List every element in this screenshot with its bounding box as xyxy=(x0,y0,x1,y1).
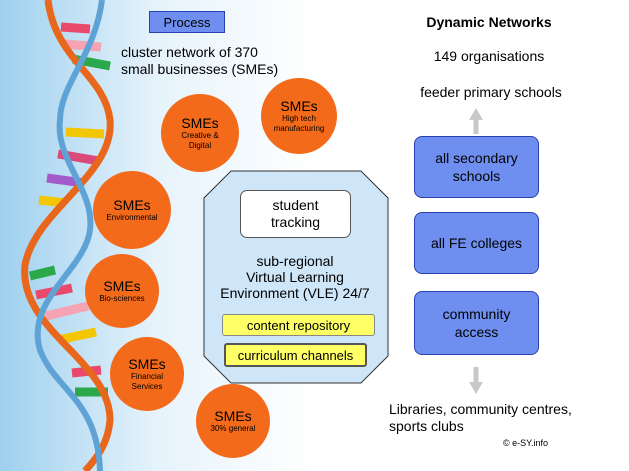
vle-line-1: sub-regional xyxy=(256,253,334,269)
sme-title: SMEs xyxy=(113,196,151,213)
sme-sub-line-1: Bio-sciences xyxy=(99,293,145,303)
sme-circle-creative-digital: SMEs Creative & Digital xyxy=(161,94,239,172)
community-access-line-1: community xyxy=(442,306,511,322)
sme-sub-line-1: Environmental xyxy=(106,212,158,222)
sme-title: SMEs xyxy=(103,277,141,294)
content-repository-box: content repository xyxy=(222,314,375,336)
secondary-schools-line-2: schools xyxy=(452,168,501,184)
sme-sub-line-1: Creative & xyxy=(181,130,219,140)
process-label: Process xyxy=(149,11,225,33)
dynamic-networks-title: Dynamic Networks xyxy=(426,14,552,30)
sme-sub-line-2: Services xyxy=(131,381,163,391)
sme-sub-line-2: manufacturing xyxy=(273,123,325,133)
community-access-line-2: access xyxy=(454,324,499,340)
cluster-network-text: cluster network of 370 small businesses … xyxy=(121,44,278,78)
sme-circle-bio-sciences: SMEs Bio-sciences xyxy=(85,254,159,328)
cluster-line-1: cluster network of 370 xyxy=(121,44,258,60)
sme-circle-environmental: SMEs Environmental xyxy=(93,171,171,249)
vle-line-3: Environment (VLE) 24/7 xyxy=(220,285,370,301)
sme-circle-general: SMEs 30% general xyxy=(196,384,270,458)
libraries-line-1: Libraries, community centres, xyxy=(389,401,572,417)
fe-colleges-label: all FE colleges xyxy=(430,235,523,251)
student-tracking-box: student tracking xyxy=(240,190,351,238)
sme-circle-financial-services: SMEs Financial Services xyxy=(110,337,184,411)
community-access-box: community access xyxy=(414,291,539,355)
vle-line-2: Virtual Learning xyxy=(246,269,344,285)
sme-sub-line-1: 30% general xyxy=(210,423,256,433)
student-tracking-line-2: tracking xyxy=(270,214,321,230)
sme-sub-line-2: Digital xyxy=(188,140,212,150)
copyright-label: © e-SY.info xyxy=(503,438,548,448)
sme-title: SMEs xyxy=(280,97,318,114)
curriculum-channels-box: curriculum channels xyxy=(224,343,367,367)
dna-strand-orange xyxy=(21,0,114,471)
sme-sub-line-1: High tech xyxy=(282,113,316,123)
organisation-count: 149 organisations xyxy=(433,48,545,64)
sme-circle-high-tech: SMEs High tech manufacturing xyxy=(261,78,337,154)
libraries-line-2: sports clubs xyxy=(389,418,464,434)
fe-colleges-box: all FE colleges xyxy=(414,212,539,274)
libraries-text: Libraries, community centres, sports clu… xyxy=(389,401,572,435)
feeder-primary-schools-label: feeder primary schools xyxy=(420,84,562,100)
dna-strand-blue xyxy=(34,0,105,471)
arrow-up-feeder xyxy=(469,108,483,134)
sme-sub-line-1: Financial xyxy=(130,371,163,381)
cluster-line-2: small businesses (SMEs) xyxy=(121,61,279,77)
arrow-down-libraries xyxy=(469,367,483,394)
vle-description: sub-regional Virtual Learning Environmen… xyxy=(205,253,385,301)
student-tracking-line-1: student xyxy=(272,197,319,213)
sme-title: SMEs xyxy=(181,114,219,131)
secondary-schools-box: all secondary schools xyxy=(414,136,539,198)
secondary-schools-line-1: all secondary xyxy=(435,150,518,166)
sme-title: SMEs xyxy=(128,355,166,372)
sme-title: SMEs xyxy=(214,407,252,424)
